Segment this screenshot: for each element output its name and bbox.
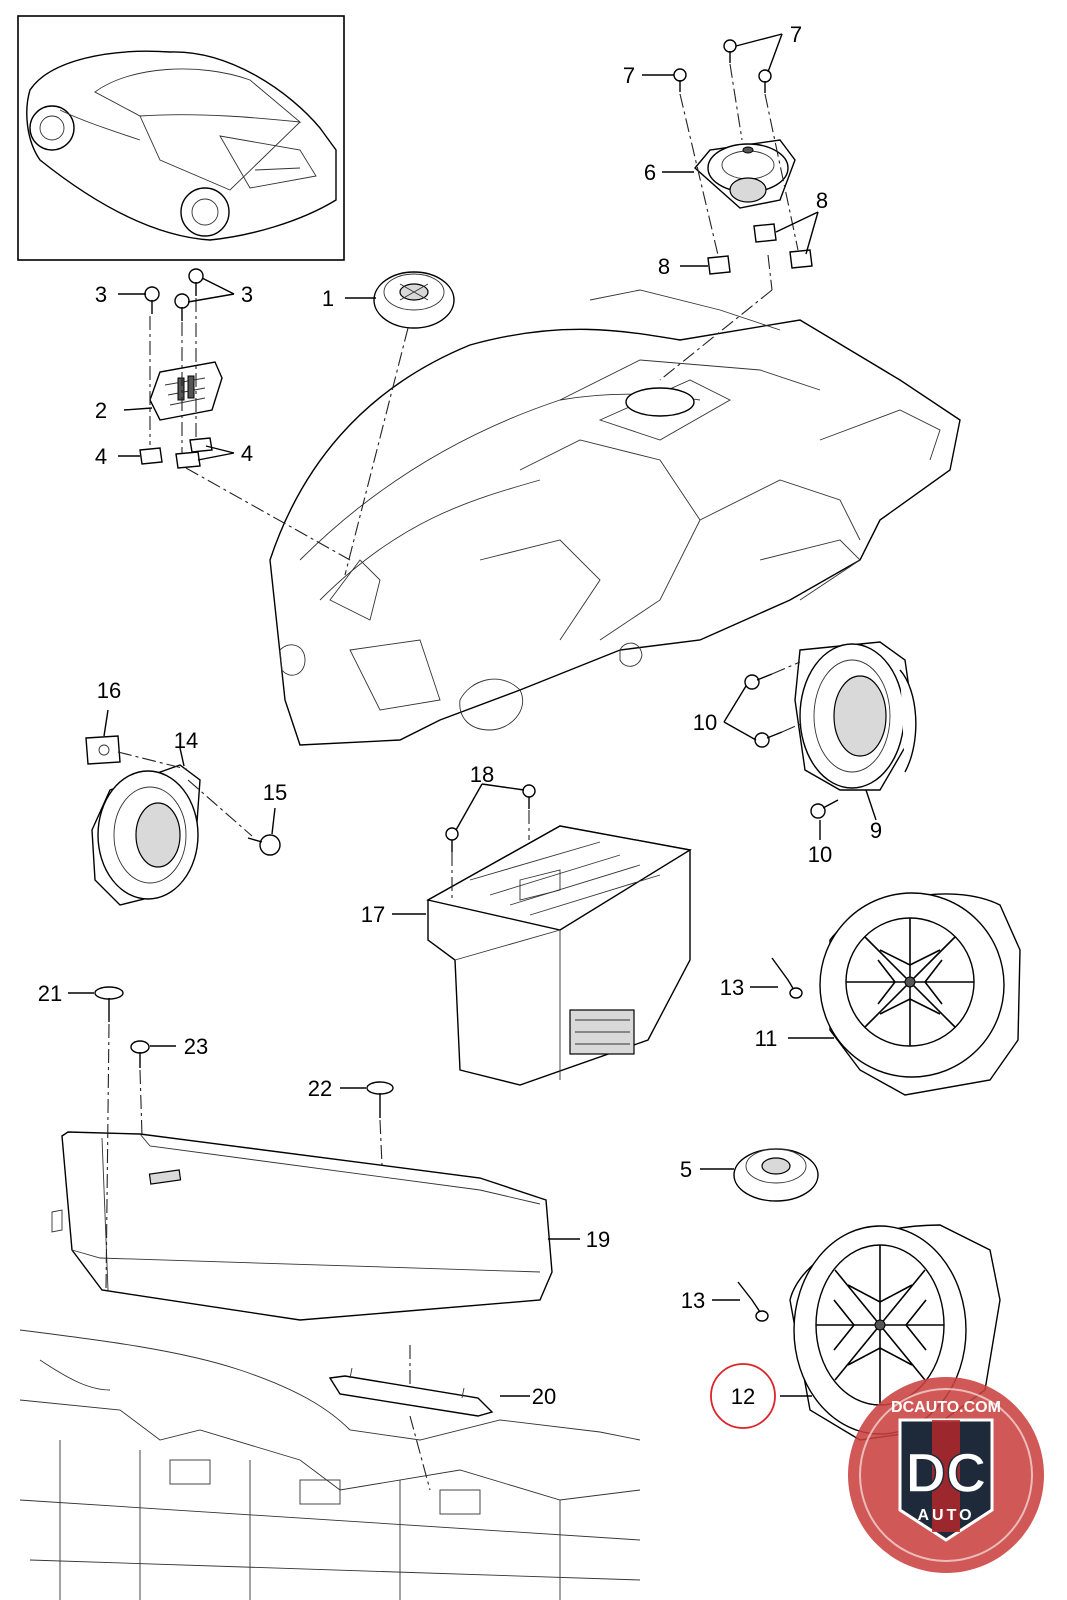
screw-icon — [94, 986, 394, 1118]
part-15-screw — [247, 834, 281, 856]
callout-8: 8 — [658, 254, 670, 279]
part-20-bracket — [328, 1367, 494, 1417]
highlight-circle — [710, 1363, 776, 1429]
logo-url: DCAUTO.COM — [891, 1399, 1001, 1416]
callout-23: 23 — [184, 1034, 208, 1059]
logo-monogram: DC — [906, 1441, 987, 1504]
clip-nut-icon — [707, 223, 813, 275]
callout-20: 20 — [532, 1384, 556, 1409]
part-13-cable — [771, 957, 803, 999]
callout-6: 6 — [644, 160, 656, 185]
callout-5: 5 — [680, 1157, 692, 1182]
part-16-clip — [85, 735, 121, 765]
part-2-bracket — [149, 361, 223, 421]
callout-18: 18 — [470, 762, 494, 787]
leader-lines — [68, 33, 877, 1397]
lower-body-structure — [19, 1329, 641, 1600]
vehicle-overview-icon — [26, 50, 337, 241]
screw-icon — [445, 784, 536, 852]
part-13-cable — [737, 1281, 769, 1322]
callout-12: 12 — [731, 1384, 755, 1409]
callout-1: 1 — [322, 286, 334, 311]
dashboard-structure — [269, 289, 961, 746]
part-19-trim-panel — [51, 1131, 553, 1321]
dcauto-watermark-logo: DCAUTO.COM DC AUTO — [848, 1377, 1044, 1573]
part-9-speaker — [794, 641, 917, 791]
screw-icon — [144, 268, 204, 321]
screw-icon — [744, 673, 839, 819]
vehicle-overview-inset — [17, 15, 345, 261]
callout-7: 7 — [790, 22, 802, 47]
part-14-speaker — [91, 764, 201, 906]
callout-22: 22 — [308, 1076, 332, 1101]
callout-21: 21 — [38, 981, 62, 1006]
callout-4: 4 — [241, 441, 253, 466]
amplifier-icon — [426, 825, 692, 1086]
callout-3: 3 — [241, 282, 253, 307]
callout-15: 15 — [263, 780, 287, 805]
callout-11: 11 — [755, 1026, 778, 1051]
callout-16: 16 — [97, 678, 121, 703]
callout-8: 8 — [816, 188, 828, 213]
callout-17: 17 — [361, 902, 385, 927]
screw-icon — [673, 39, 772, 93]
callout-13: 13 — [681, 1288, 705, 1313]
callout-7: 7 — [623, 63, 635, 88]
callout-3: 3 — [95, 282, 107, 307]
callout-14: 14 — [174, 728, 198, 753]
callout-2: 2 — [95, 398, 107, 423]
callout-labels: 1 2 3 3 4 4 6 7 7 8 8 9 10 10 11 13 5 13… — [38, 22, 882, 1409]
highlighted-callout-12: 12 — [710, 1363, 776, 1429]
logo-word: AUTO — [917, 1507, 974, 1524]
callout-13: 13 — [720, 975, 744, 1000]
part-1-tweeter — [344, 271, 455, 576]
part-5-tweeter — [733, 1148, 819, 1202]
clip-nut-icon — [139, 437, 213, 469]
subwoofer-icon — [819, 892, 1021, 1096]
callout-4: 4 — [95, 444, 107, 469]
callout-10: 10 — [808, 842, 832, 867]
callout-10: 10 — [693, 710, 717, 735]
part-6-center-speaker — [694, 139, 796, 209]
callout-9: 9 — [870, 818, 882, 843]
callout-19: 19 — [586, 1227, 610, 1252]
